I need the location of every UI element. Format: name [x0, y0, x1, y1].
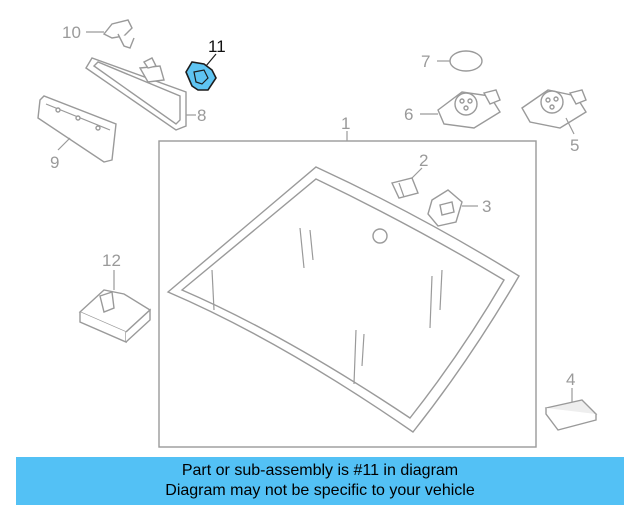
callout-1: 1	[341, 114, 350, 133]
callout-5: 5	[570, 136, 579, 155]
part-6-sensor[interactable]	[437, 89, 501, 129]
windshield-glass	[166, 166, 520, 433]
callout-3: 3	[482, 197, 491, 216]
callout-6: 6	[404, 105, 413, 124]
part-8-mirror[interactable]	[85, 57, 187, 131]
callout-11: 11	[208, 37, 226, 56]
caption-line-1: Part or sub-assembly is #11 in diagram	[181, 462, 459, 479]
callout-7: 7	[421, 52, 430, 71]
part-11-cover[interactable]	[185, 61, 217, 91]
part-3-bracket[interactable]	[427, 189, 463, 227]
callout-2: 2	[419, 151, 428, 170]
part-9-strip[interactable]	[37, 95, 117, 163]
part-10-clip[interactable]	[102, 19, 135, 49]
callout-9: 9	[50, 153, 59, 172]
part-4-wedge[interactable]	[544, 399, 598, 431]
part-12-mount[interactable]	[78, 289, 152, 344]
caption-banner: Part or sub-assembly is #11 in diagram D…	[16, 457, 624, 505]
part-5-sensor[interactable]	[521, 89, 587, 129]
part-7-seal[interactable]	[449, 50, 483, 72]
callout-8: 8	[197, 106, 206, 125]
caption-line-2: Diagram may not be specific to your vehi…	[165, 482, 475, 499]
callout-4: 4	[566, 370, 575, 389]
part-2-pad[interactable]	[391, 177, 419, 199]
callout-12: 12	[102, 251, 121, 270]
callout-10: 10	[62, 23, 81, 42]
parts-diagram: 1 2 3 4 5	[37, 19, 598, 448]
